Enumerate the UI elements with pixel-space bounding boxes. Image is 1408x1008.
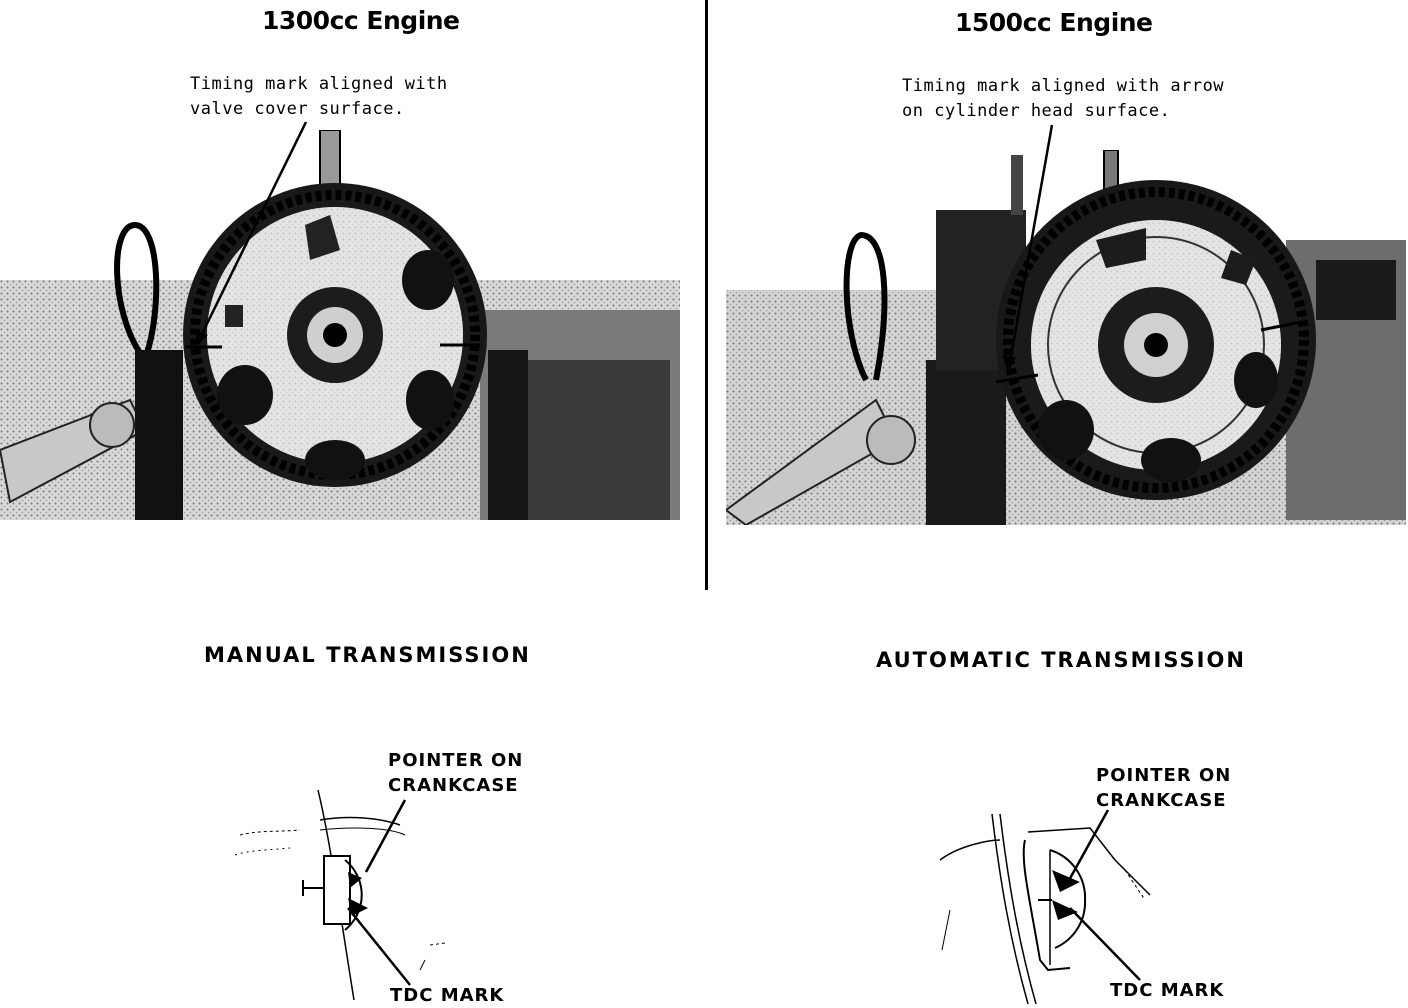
right-caption-leader	[1002, 124, 1054, 372]
left-timing-caption: Timing mark aligned with valve cover sur…	[190, 74, 448, 119]
right-engine-photo	[726, 150, 1406, 525]
manual-tdc-label: TDC MARK	[390, 985, 505, 1006]
left-caption-leader	[196, 121, 308, 346]
automatic-transmission-heading: AUTOMATIC TRANSMISSION	[876, 648, 1246, 672]
manual-flywheel-diagram	[234, 789, 446, 1001]
left-engine-title: 1300cc Engine	[262, 6, 460, 35]
automatic-flywheel-diagram	[939, 809, 1151, 1004]
right-timing-caption: Timing mark aligned with arrow on cylind…	[902, 76, 1225, 121]
manual-pointer-label: POINTER ON CRANKCASE	[388, 750, 524, 796]
left-engine-photo	[0, 130, 680, 520]
automatic-pointer-label: POINTER ON CRANKCASE	[1096, 765, 1232, 811]
right-engine-title: 1500cc Engine	[955, 8, 1153, 37]
panel-divider	[705, 0, 708, 590]
manual-transmission-heading: MANUAL TRANSMISSION	[204, 643, 531, 667]
automatic-tdc-label: TDC MARK	[1110, 980, 1225, 1001]
